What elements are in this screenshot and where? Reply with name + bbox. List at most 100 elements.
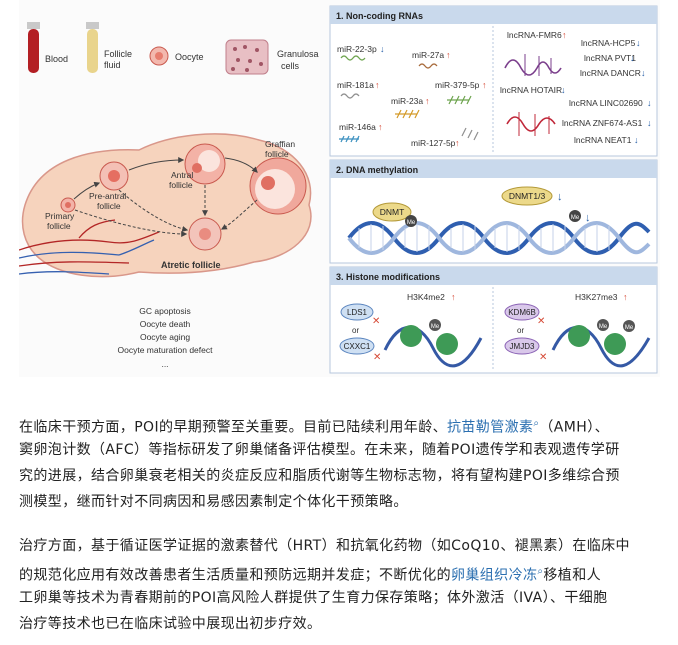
outcome-4: ...: [161, 359, 168, 369]
kdm6b-label: KDM6B: [508, 308, 536, 317]
lncrna-strand-icon: [524, 54, 552, 76]
down-arrow-icon: ↓: [561, 85, 566, 95]
lncrna-strand-icon: [518, 112, 550, 136]
oocyte-label: Oocyte: [175, 52, 204, 62]
h3k27-label: H3K27me3: [575, 292, 618, 302]
dnmt13-label: DNMT1/3: [509, 191, 546, 201]
up-arrow-icon: ↑: [562, 30, 567, 40]
down-arrow-icon: ↓: [647, 98, 652, 108]
down-arrow-icon: ↓: [557, 191, 563, 203]
down-arrow-icon: ↓: [634, 135, 639, 145]
figure: Blood Follicle fluid Oocyte Granulosa ce…: [19, 0, 660, 377]
antral-follicle-label-1: Antral: [171, 170, 193, 180]
me-badge: Me: [571, 215, 580, 221]
preantral-follicle-label-1: Pre-antral: [89, 191, 126, 201]
lncrna-label-6: lncRNA ZNF674-AS1: [562, 118, 643, 128]
dnmt-label: DNMT: [380, 207, 405, 217]
down-arrow-icon: ↓: [380, 44, 385, 54]
mirna-strand-icon: [340, 93, 360, 99]
mirna-label-5: miR-146a: [339, 122, 376, 132]
outcome-3: Oocyte maturation defect: [118, 345, 214, 355]
mirna-strand-icon: [340, 55, 366, 61]
primary-follicle-label-1: Primary: [45, 211, 75, 221]
mirna-label-3: miR-379-5p: [435, 80, 480, 90]
oocyte-icon: [149, 46, 169, 66]
antral-follicle-label-2: follicle: [169, 180, 193, 190]
lncrna-label-2: lncRNA PVT1: [584, 53, 636, 63]
follicle-fluid-label-1: Follicle: [104, 49, 132, 59]
up-arrow-icon: ↑: [378, 122, 383, 132]
amh-link[interactable]: 抗苗勒管激素: [447, 419, 534, 436]
me-badge: Me: [599, 324, 608, 330]
panel2-title: 2. DNA methylation: [336, 165, 418, 175]
granulosa-label-2: cells: [281, 61, 300, 71]
mirna-strand-icon: [418, 63, 438, 69]
mirna-strand-icon: [395, 109, 420, 119]
dna-rungs: [358, 224, 610, 252]
me-badge: Me: [625, 325, 634, 331]
panel-histone-modifications: 3. Histone modifications LDS1 ✕ or CXXC1…: [329, 266, 658, 374]
graafian-follicle-label-2: follicle: [265, 149, 289, 159]
search-icon[interactable]: ⌕: [537, 566, 544, 577]
up-arrow-icon: ↑: [451, 292, 456, 302]
para1-line-2: 窦卵泡计数（AFC）等指标研发了卵巢储备评估模型。在未来，随着POI遗传学和表观…: [19, 442, 620, 458]
mirna-label-2: miR-181a: [337, 80, 374, 90]
me-badge: Me: [407, 220, 416, 226]
atretic-follicle-label: Atretic follicle: [161, 260, 221, 270]
panel3-title: 3. Histone modifications: [336, 272, 440, 282]
left-panel: Blood Follicle fluid Oocyte Granulosa ce…: [19, 22, 319, 369]
primary-follicle-label-2: follicle: [47, 221, 71, 231]
dna-helix-icon: [347, 221, 651, 255]
jmjd3-label: JMJD3: [510, 342, 535, 351]
lncrna-label-0: lncRNA-FMR6: [507, 30, 562, 40]
atretic-follicle-icon: [188, 217, 222, 251]
h3k4-label: H3K4me2: [407, 292, 445, 302]
mirna-label-0: miR-22-3p: [337, 44, 377, 54]
search-icon[interactable]: ⌕: [533, 418, 540, 429]
up-arrow-icon: ↑: [623, 292, 628, 302]
panel-noncoding-rnas: 1. Non-coding RNAs miR-22-3p ↓ miR-27a ↑…: [329, 5, 658, 157]
ovarian-tissue-freezing-link[interactable]: 卵巢组织冷冻: [451, 567, 538, 584]
granulosa-cells-icon: [225, 39, 269, 75]
blood-tube-icon: [27, 22, 40, 73]
lds1-label: LDS1: [347, 308, 368, 317]
mirna-strand-icon: [447, 95, 472, 105]
preantral-follicle-label-2: follicle: [97, 201, 121, 211]
outcome-0: GC apoptosis: [139, 306, 191, 316]
mirna-label-4: miR-23a: [391, 96, 423, 106]
para1-line-3: 究的进展，结合卵巢衰老相关的炎症反应和脂质代谢等生物标志物，将有望构建POI多维…: [19, 468, 620, 484]
preantral-follicle-icon: [99, 161, 129, 191]
lncrna-strand-icon: [504, 59, 562, 76]
graafian-follicle-icon: [249, 157, 307, 215]
outcome-2: Oocyte aging: [140, 332, 190, 342]
lncrna-label-5: lncRNA LINC02690: [569, 98, 643, 108]
para2-line-3: 工卵巢等技术为青春期前的POI高风险人群提供了生育力保存策略；体外激活（IVA）…: [19, 590, 608, 606]
para1-line-4: 测模型，继而针对不同病因和易感因素制定个体化干预策略。: [19, 494, 408, 510]
primary-follicle-icon: [60, 197, 76, 213]
down-arrow-icon: ↓: [641, 68, 646, 78]
para2-line-1: 治疗方面，基于循证医学证据的激素替代（HRT）和抗氧化药物（如CoQ10、褪黑素…: [19, 538, 630, 554]
granulosa-label-1: Granulosa: [277, 49, 319, 59]
inhibit-x-icon: ✕: [539, 352, 547, 363]
up-arrow-icon: ↑: [482, 80, 487, 90]
down-arrow-icon: ↓: [647, 118, 652, 128]
para2-line-2: 的规范化应用有效改善患者生活质量和预防远期并发症；不断优化的卵巢组织冷冻⌕移植和…: [19, 566, 602, 584]
down-arrow-icon: ↓: [636, 38, 641, 48]
mirna-label-1: miR-27a: [412, 50, 444, 60]
up-arrow-icon: ↑: [455, 138, 460, 148]
or-label: or: [517, 326, 524, 335]
panel-dna-methylation: 2. DNA methylation DNMT Me DNMT1/3 ↓ Me …: [329, 159, 658, 264]
blood-vessels: [19, 219, 160, 275]
para1-line-1: 在临床干预方面，POI的早期预警至关重要。目前已陆续利用年龄、抗苗勒管激素⌕（A…: [19, 418, 609, 436]
up-arrow-icon: ↑: [425, 96, 430, 106]
up-arrow-icon: ↑: [375, 80, 380, 90]
panel1-title: 1. Non-coding RNAs: [336, 11, 423, 21]
up-arrow-icon: ↑: [446, 50, 451, 60]
down-arrow-icon: ↓: [585, 212, 591, 224]
follicle-fluid-tube-icon: [86, 22, 99, 73]
mirna-strand-icon: [339, 135, 360, 143]
lncrna-label-7: lncRNA NEAT1: [574, 135, 632, 145]
mirna-strand-icon: [461, 127, 479, 141]
nucleosome-icon: Me Me: [551, 319, 651, 368]
inhibit-x-icon: ✕: [373, 352, 381, 363]
